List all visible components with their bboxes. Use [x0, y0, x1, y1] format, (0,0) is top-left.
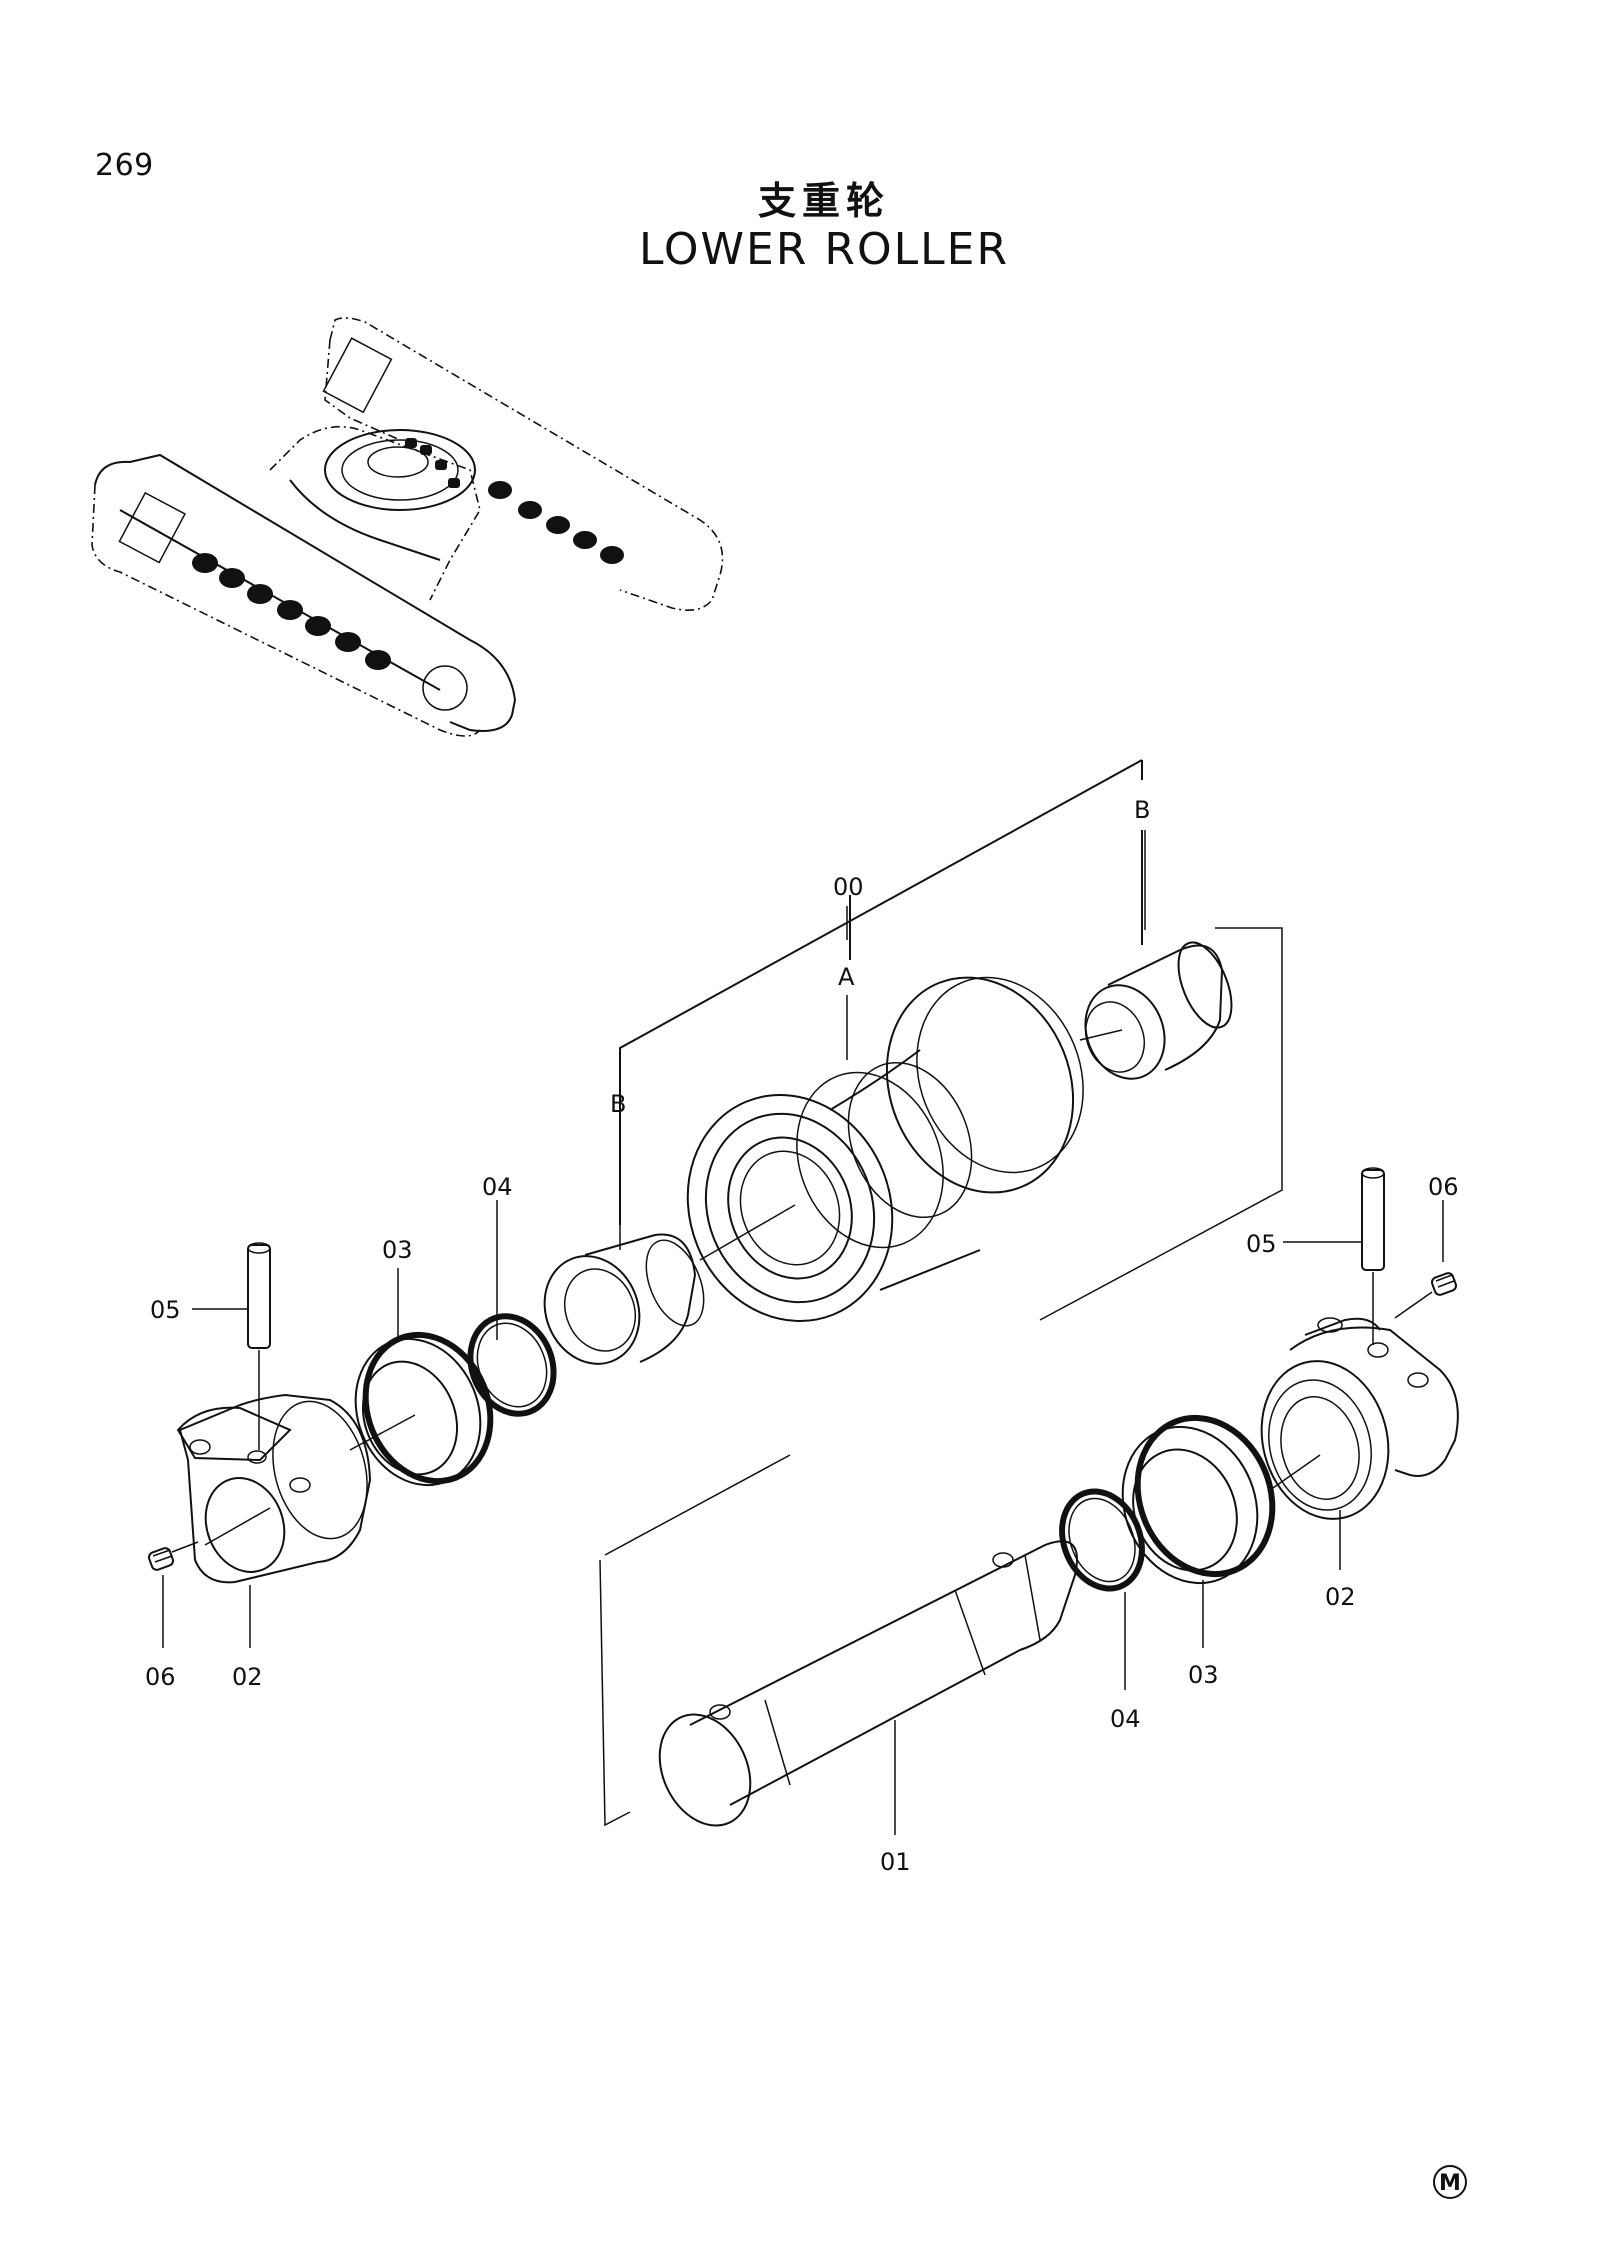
callout-04-left: 04 — [482, 1173, 513, 1201]
callout-b-left: B — [610, 1090, 626, 1118]
callout-b-right: B — [1134, 796, 1150, 824]
callout-06-right: 06 — [1428, 1173, 1459, 1201]
callout-05-left: 05 — [150, 1296, 181, 1324]
bushing-b-left — [543, 1233, 705, 1365]
seal-left — [349, 1331, 494, 1487]
callout-03-left: 03 — [382, 1236, 413, 1264]
pin-left — [247, 1242, 271, 1450]
leader-lines — [162, 830, 1444, 1835]
plug-right — [1394, 1272, 1458, 1319]
seal-right — [1121, 1414, 1276, 1585]
roller-shell-a — [686, 976, 1084, 1323]
page-title-cn: 支重轮 — [757, 179, 890, 223]
collar-right — [1260, 1317, 1459, 1520]
callout-01: 01 — [880, 1848, 911, 1876]
callout-labels: 00 A B B 04 03 05 06 02 06 05 02 03 04 0… — [145, 796, 1459, 1876]
collar-left — [176, 1393, 372, 1584]
callout-02-right: 02 — [1325, 1583, 1356, 1611]
shaft — [658, 1540, 1078, 1827]
callout-03-right: 03 — [1188, 1661, 1219, 1689]
callout-05-right: 05 — [1246, 1230, 1277, 1258]
assembly-bracket-lines — [599, 759, 1283, 1827]
callout-02-left: 02 — [232, 1663, 263, 1691]
callout-a: A — [838, 963, 855, 991]
bushing-b-right — [1079, 941, 1233, 1080]
callout-06-left: 06 — [145, 1663, 176, 1691]
plug-left — [147, 1541, 199, 1571]
callout-00: 00 — [833, 873, 864, 901]
pin-right — [1361, 1167, 1385, 1345]
callout-04-right: 04 — [1110, 1705, 1141, 1733]
page-title-en: LOWER ROLLER — [638, 224, 1010, 275]
maker-mark-icon: M — [1433, 2165, 1467, 2199]
undercarriage-overview — [91, 317, 724, 737]
page-number: 269 — [95, 148, 154, 183]
